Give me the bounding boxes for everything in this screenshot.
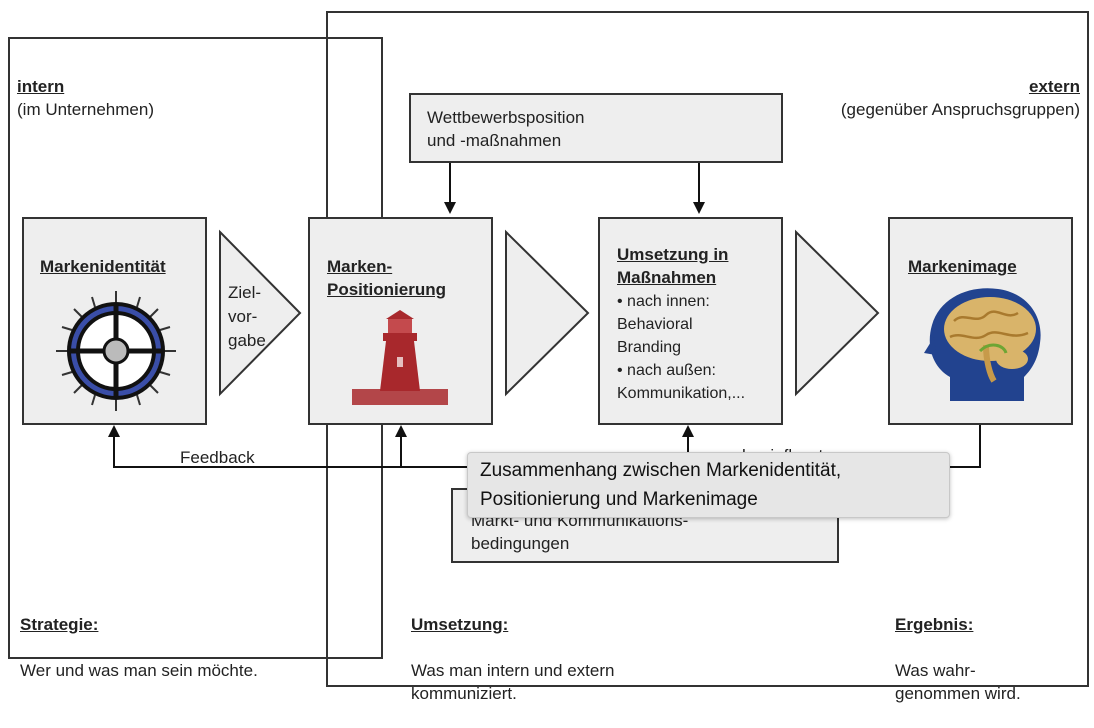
result-caption: Ergebnis: Was wahr- genommen wird. bbox=[895, 590, 1021, 728]
execution-title: Umsetzung: bbox=[411, 615, 509, 634]
process-arrow-1 bbox=[219, 229, 302, 397]
extern-header: extern (gegenüber Anspruchsgruppen) bbox=[841, 52, 1080, 121]
implementation-body: • nach innen: Behavioral Branding • nach… bbox=[617, 293, 746, 402]
image-title: Markenimage bbox=[908, 257, 1017, 276]
image-box: Markenimage bbox=[888, 217, 1073, 425]
compass-icon bbox=[56, 291, 176, 411]
execution-caption: Umsetzung: Was man intern und extern kom… bbox=[411, 590, 614, 728]
strategy-text: Wer und was man sein möchte. bbox=[20, 661, 258, 680]
extern-title: extern bbox=[1028, 77, 1080, 96]
brain-head-icon bbox=[924, 288, 1041, 401]
execution-text: Was man intern und extern kommuniziert. bbox=[411, 661, 615, 703]
implementation-title: Umsetzung in Maßnahmen bbox=[617, 245, 729, 287]
result-title: Ergebnis: bbox=[895, 615, 974, 634]
intern-header: intern (im Unternehmen) bbox=[17, 52, 154, 121]
process-arrow-3 bbox=[795, 229, 880, 397]
intern-title: intern bbox=[17, 77, 65, 96]
process-arrow-2 bbox=[505, 229, 590, 397]
connector-lines bbox=[108, 163, 981, 468]
strategy-title: Strategie: bbox=[20, 615, 99, 634]
competition-box: Wettbewerbsposition und -maßnahmen bbox=[409, 93, 783, 163]
feedback-label: Feedback bbox=[180, 448, 255, 467]
positioning-box: Marken- Positionierung bbox=[308, 217, 493, 425]
image-tooltip: Zusammenhang zwischen Markenidentität, P… bbox=[467, 452, 950, 518]
positioning-title: Marken- Positionierung bbox=[327, 257, 446, 299]
result-text: Was wahr- genommen wird. bbox=[895, 661, 1021, 703]
implementation-box: Umsetzung in Maßnahmen • nach innen: Beh… bbox=[598, 217, 783, 425]
strategy-caption: Strategie: Wer und was man sein möchte. bbox=[20, 590, 258, 705]
extern-subtitle: (gegenüber Anspruchsgruppen) bbox=[840, 100, 1080, 119]
ziel-label: Ziel- vor- gabe bbox=[228, 283, 266, 350]
identity-box: Markenidentität bbox=[22, 217, 207, 425]
identity-title: Markenidentität bbox=[40, 257, 166, 276]
intern-subtitle: (im Unternehmen) bbox=[17, 100, 154, 119]
lighthouse-icon bbox=[352, 310, 448, 405]
